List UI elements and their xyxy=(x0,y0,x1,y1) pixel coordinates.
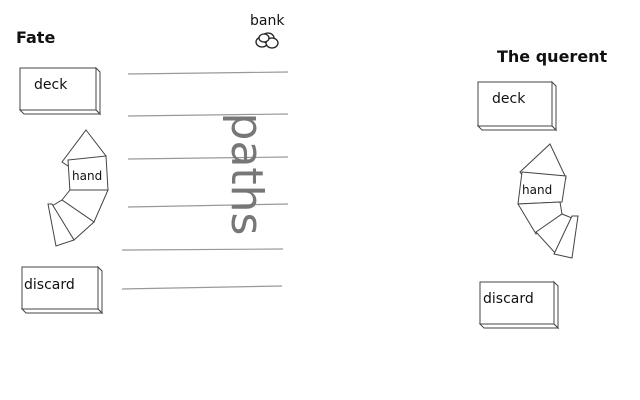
paths-lines xyxy=(121,71,289,290)
querent-hand-fan[interactable] xyxy=(517,143,579,259)
fate-discard-label: discard xyxy=(24,277,75,293)
querent-hand-label: hand xyxy=(522,183,553,197)
coins-icon[interactable] xyxy=(255,32,279,49)
path-line[interactable] xyxy=(127,113,289,117)
querent-deck-pile[interactable] xyxy=(476,80,558,132)
path-line[interactable] xyxy=(121,285,283,290)
path-line[interactable] xyxy=(121,248,284,251)
paths-label: paths xyxy=(221,112,272,236)
fate-hand-fan[interactable] xyxy=(47,129,109,247)
bank-label: bank xyxy=(250,13,285,29)
fate-hand-label: hand xyxy=(72,169,103,183)
querent-discard-label: discard xyxy=(483,291,534,307)
fate-discard-pile[interactable] xyxy=(20,265,104,315)
fate-deck-label: deck xyxy=(34,77,68,93)
fate-title: Fate xyxy=(16,28,56,47)
fate-deck-pile[interactable] xyxy=(18,66,102,116)
path-line[interactable] xyxy=(127,203,289,208)
querent-deck-label: deck xyxy=(492,91,526,107)
path-line[interactable] xyxy=(127,156,289,160)
path-line[interactable] xyxy=(127,71,289,75)
querent-title: The querent xyxy=(497,47,608,66)
querent-discard-pile[interactable] xyxy=(478,280,560,330)
